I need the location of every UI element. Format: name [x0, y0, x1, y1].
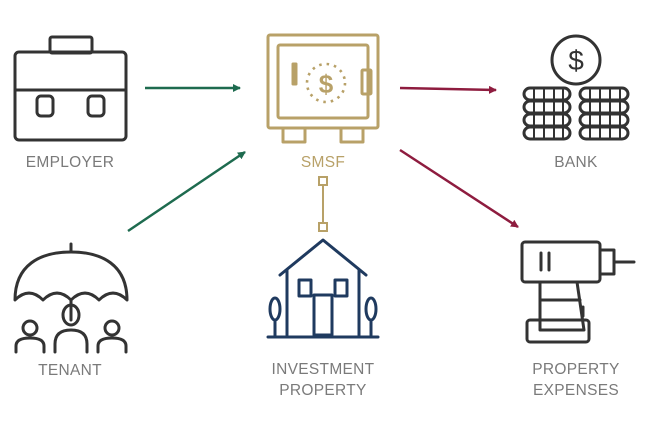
connector-smsf-to-property — [318, 176, 328, 232]
arrow-tenant-to-smsf — [127, 150, 246, 233]
smsf-label: SMSF — [301, 154, 345, 171]
investment-property-label-line1: INVESTMENT — [272, 361, 375, 378]
arrow-smsf-to-bank — [399, 85, 497, 94]
arrow-smsf-to-property-expenses — [399, 148, 519, 229]
employer-label: EMPLOYER — [26, 154, 115, 171]
bank-dollar-icon: $ — [568, 45, 584, 76]
property-expenses-label-line2: EXPENSES — [533, 382, 619, 399]
umbrella-people-icon — [13, 242, 129, 354]
safe-dollar-icon: $ — [319, 69, 334, 99]
house-icon — [266, 238, 380, 339]
property-expenses-label-line1: PROPERTY — [532, 361, 619, 378]
coin-stack-icon — [522, 34, 630, 141]
safe-icon — [266, 33, 380, 144]
briefcase-icon — [13, 35, 128, 142]
tenant-label: TENANT — [38, 362, 102, 379]
bank-label: BANK — [554, 154, 598, 171]
drill-icon — [520, 240, 636, 344]
investment-property-label-line2: PROPERTY — [279, 382, 366, 399]
